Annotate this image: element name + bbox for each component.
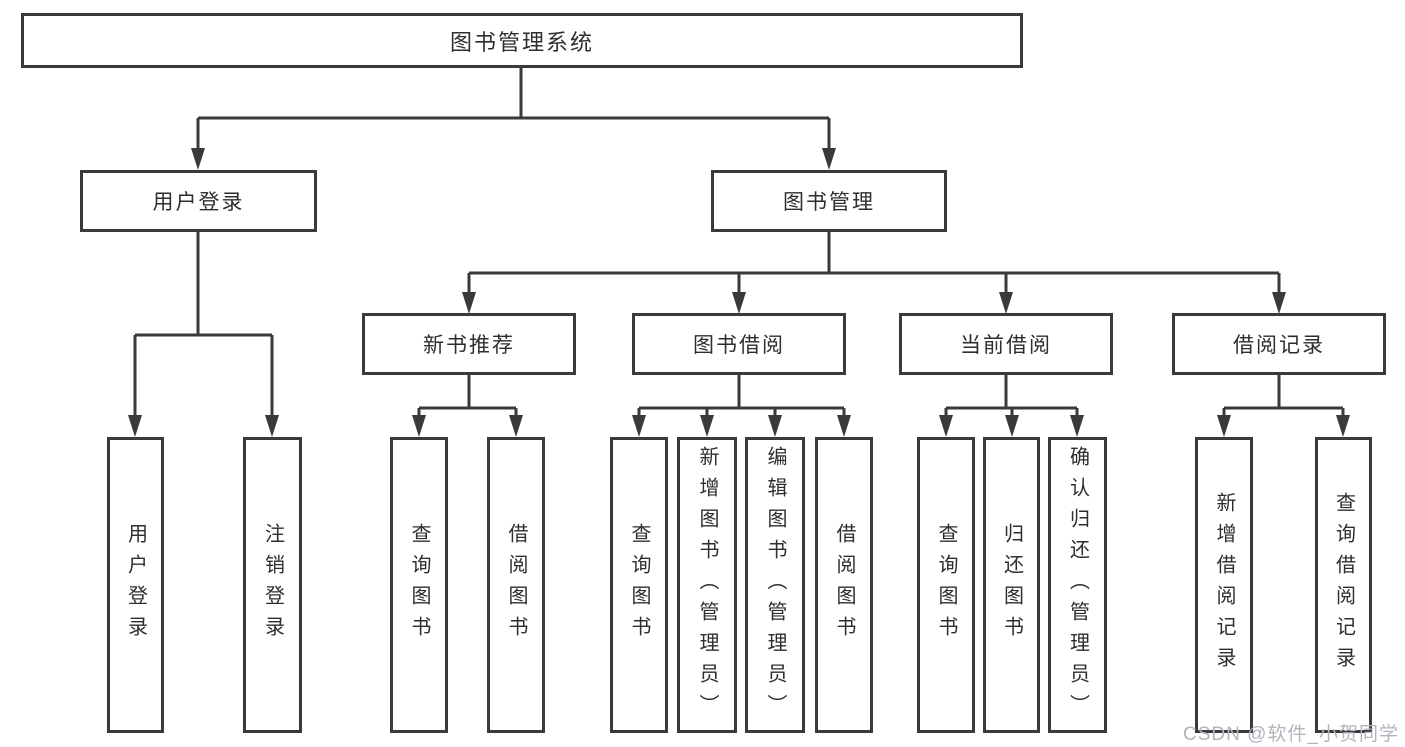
leaf-query-borrow-record: 查询借阅记录 xyxy=(1315,437,1372,733)
leaf-label: 新增图书（管理员） xyxy=(696,445,718,725)
leaf-add-borrow-record: 新增借阅记录 xyxy=(1195,437,1253,733)
leaf-logout: 注销登录 xyxy=(243,437,302,733)
node-book-management: 图书管理 xyxy=(711,170,947,232)
leaf-add-books-admin: 新增图书（管理员） xyxy=(677,437,737,733)
arrowheads xyxy=(128,148,1350,437)
leaf-query-books-borrow: 查询图书 xyxy=(610,437,668,733)
csdn-watermark: CSDN @软件_小贺同学 xyxy=(1183,724,1399,745)
node-label: 当前借阅 xyxy=(960,334,1052,357)
leaf-label: 查询图书 xyxy=(408,523,430,647)
node-label: 借阅记录 xyxy=(1233,334,1325,357)
leaf-label: 用户登录 xyxy=(124,523,147,647)
node-borrow-records: 借阅记录 xyxy=(1172,313,1386,375)
leaf-label: 查询图书 xyxy=(935,523,957,647)
leaf-label: 借阅图书 xyxy=(833,523,855,647)
leaf-label: 查询图书 xyxy=(628,523,650,647)
node-label: 用户登录 xyxy=(152,191,245,214)
leaf-label: 借阅图书 xyxy=(505,523,527,647)
node-new-book-recommend: 新书推荐 xyxy=(362,313,576,375)
node-user-login: 用户登录 xyxy=(80,170,317,232)
node-book-borrow: 图书借阅 xyxy=(632,313,846,375)
node-library-management-system: 图书管理系统 xyxy=(21,13,1023,68)
leaf-query-books-recommend: 查询图书 xyxy=(390,437,448,733)
leaf-label: 查询借阅记录 xyxy=(1332,492,1355,678)
leaf-borrow-books-recommend: 借阅图书 xyxy=(487,437,545,733)
node-label: 图书管理 xyxy=(783,191,875,214)
leaf-query-books-current: 查询图书 xyxy=(917,437,975,733)
node-label: 图书管理系统 xyxy=(449,29,594,55)
leaf-label: 编辑图书（管理员） xyxy=(764,445,786,725)
leaf-return-books: 归还图书 xyxy=(983,437,1040,733)
leaf-edit-books-admin: 编辑图书（管理员） xyxy=(745,437,805,733)
node-current-borrow: 当前借阅 xyxy=(899,313,1113,375)
leaf-label: 注销登录 xyxy=(261,523,284,647)
leaf-user-login: 用户登录 xyxy=(107,437,164,733)
leaf-confirm-return-admin: 确认归还（管理员） xyxy=(1048,437,1107,733)
leaf-label: 确认归还（管理员） xyxy=(1066,445,1089,725)
leaf-borrow-books: 借阅图书 xyxy=(815,437,873,733)
leaf-label: 归还图书 xyxy=(1000,523,1023,647)
node-label: 图书借阅 xyxy=(693,334,785,357)
node-label: 新书推荐 xyxy=(423,334,515,357)
leaf-label: 新增借阅记录 xyxy=(1213,492,1235,678)
